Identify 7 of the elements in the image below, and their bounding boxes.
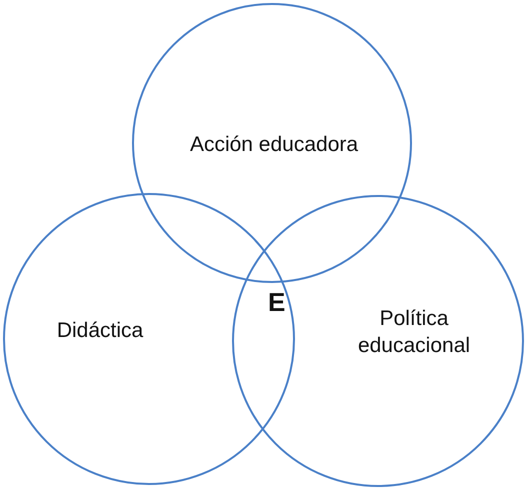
circle-label: Didáctica <box>56 318 144 344</box>
venn-circle <box>232 195 524 487</box>
intersection-label: E <box>268 287 286 318</box>
circle-label: Acción educadora <box>188 132 360 158</box>
circle-label: Política educacional <box>356 306 472 359</box>
venn-circle <box>3 193 295 485</box>
venn-circle <box>132 3 412 283</box>
